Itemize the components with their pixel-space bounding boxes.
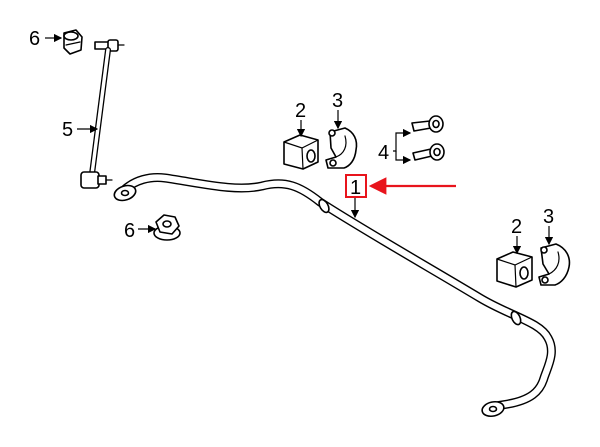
callout-2-upper: 2 [295, 100, 306, 122]
callout-6-top: 6 [29, 28, 40, 50]
nut-icon [63, 29, 83, 55]
callout-6-middle: 6 [124, 220, 135, 242]
callout-4: 4 [378, 142, 389, 164]
stabilizer-bar [113, 173, 556, 418]
callout-3-upper: 3 [332, 90, 343, 112]
highlight-box [345, 174, 367, 198]
bracket-icon [538, 243, 571, 286]
leader-lines [45, 33, 554, 255]
bolt-icon [412, 143, 445, 161]
bushing-icon [496, 251, 533, 288]
callout-2-lower: 2 [511, 216, 522, 238]
callout-3-lower: 3 [543, 206, 554, 228]
callout-1: 1 [350, 177, 361, 199]
bolt-icon [411, 115, 444, 133]
bushing-icon [283, 134, 319, 170]
callout-5: 5 [62, 119, 73, 141]
bracket-icon [325, 127, 358, 169]
stabilizer-link [80, 39, 125, 189]
flange-nut-icon [153, 214, 181, 241]
